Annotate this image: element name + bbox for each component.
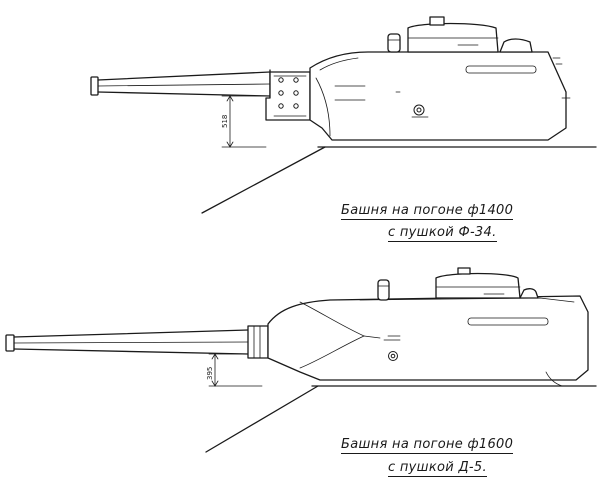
turret-cupola-d5	[435, 267, 539, 299]
dimension-518-label: 518	[221, 115, 229, 128]
turret-d5-drawing: 395	[5, 267, 597, 453]
dimension-518: 518	[221, 95, 267, 148]
caption-turret-d5-line2: с пушкой Д-5.	[388, 460, 487, 477]
dimension-395: 395	[206, 353, 263, 387]
caption-turret-d5-text1: Башня на погоне ф1600	[341, 437, 514, 454]
turret-body-f34	[309, 51, 571, 141]
turret-f34-drawing: 518	[90, 16, 597, 214]
caption-turret-f34-text1: Башня на погоне ф1400	[341, 203, 514, 220]
gun-barrel-d5	[5, 325, 269, 359]
periscope-d5	[377, 279, 390, 301]
gun-mantlet-f34	[265, 71, 311, 121]
dimension-395-label: 395	[206, 367, 214, 380]
hull-edge-bottom	[205, 385, 319, 453]
caption-turret-f34-line1: Башня на погоне ф1400	[341, 203, 514, 220]
gun-barrel-f34	[90, 69, 271, 99]
periscope-f34	[387, 33, 401, 53]
turret-cupola-f34	[407, 16, 533, 53]
caption-turret-f34-line2: с пушкой Ф-34.	[388, 225, 497, 242]
turret-body-d5	[267, 295, 589, 387]
hull-edge-top	[201, 146, 326, 214]
caption-turret-d5-line1: Башня на погоне ф1600	[341, 437, 514, 454]
caption-turret-f34-text2: с пушкой Ф-34.	[388, 225, 497, 242]
caption-turret-d5-text2: с пушкой Д-5.	[388, 460, 487, 477]
